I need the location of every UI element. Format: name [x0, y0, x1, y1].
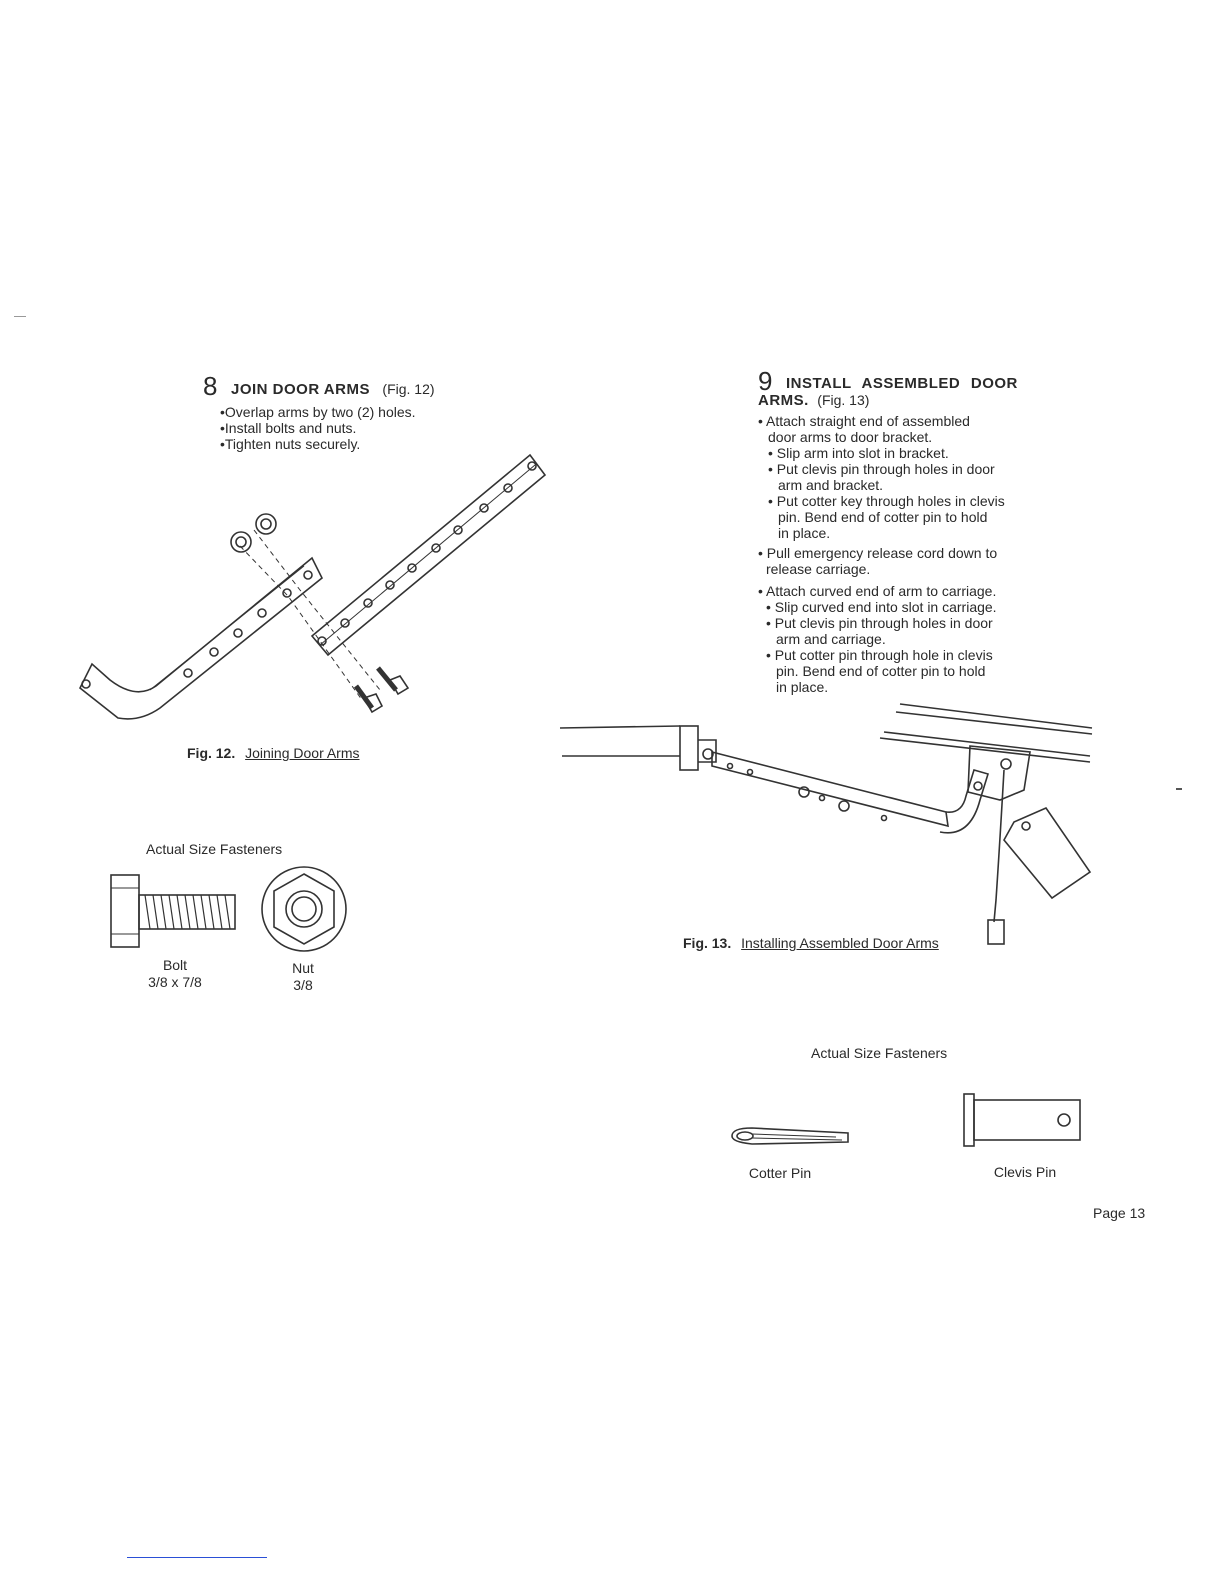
nut-size: 3/8 [293, 977, 313, 993]
step-9-title-line1: INSTALL ASSEMBLED DOOR [786, 375, 1018, 392]
step-8-bullet: •Overlap arms by two (2) holes. [220, 404, 416, 420]
fig-13-caption-number: Fig. 13. [683, 935, 732, 951]
clevis-pin-label: Clevis Pin [993, 1164, 1057, 1180]
step-9-line: • Attach straight end of assembled [758, 413, 970, 429]
bolt-name: Bolt [162, 957, 188, 973]
step-8-heading: JOIN DOOR ARMS (Fig. 12) [231, 381, 435, 399]
step-9-fig-ref: (Fig. 13) [817, 392, 870, 408]
nut-name: Nut [292, 960, 314, 976]
step-9-line: door arms to door bracket. [768, 429, 933, 445]
scan-mark [1176, 788, 1182, 790]
step-8-bullet: •Tighten nuts securely. [220, 436, 361, 452]
fig-12-caption-number: Fig. 12. [187, 745, 236, 761]
step-9-instructions: • Attach straight end of assembled door … [758, 413, 1005, 695]
step-9-line: • Pull emergency release cord down to [758, 545, 998, 561]
step-8-title: JOIN DOOR ARMS [231, 381, 370, 398]
step-9-line: pin. Bend end of cotter pin to hold [778, 509, 988, 525]
step-9-line: • Attach curved end of arm to carriage. [758, 583, 997, 599]
step-9-line: release carriage. [766, 561, 871, 577]
step-8-fig-ref: (Fig. 12) [382, 381, 435, 397]
step-9-title-line2: ARMS. [758, 392, 809, 409]
step-8-instructions: •Overlap arms by two (2) holes. •Install… [220, 404, 416, 452]
step-8-number: 8 [203, 371, 218, 401]
step-9-line: • Put clevis pin through holes in door [766, 615, 993, 631]
fasteners-right-heading: Actual Size Fasteners [811, 1045, 948, 1061]
step-9-heading-line2: ARMS. (Fig. 13) [758, 392, 869, 410]
step-9-line: • Put cotter key through holes in clevis [768, 493, 1005, 509]
step-9-line: arm and bracket. [778, 477, 884, 493]
fig-13-caption-text: Installing Assembled Door Arms [741, 935, 939, 951]
step-9-line: in place. [776, 679, 829, 695]
step-9-line: • Put cotter pin through hole in clevis [766, 647, 993, 663]
step-9-line: • Put clevis pin through holes in door [768, 461, 995, 477]
fig-12-caption: Fig. 12. Joining Door Arms [187, 745, 360, 761]
fig-13-caption: Fig. 13. Installing Assembled Door Arms [683, 935, 939, 951]
fig-12-caption-text: Joining Door Arms [245, 745, 360, 761]
step-9-line: arm and carriage. [776, 631, 886, 647]
page-number: Page 13 [1093, 1205, 1146, 1221]
cotter-pin-label: Cotter Pin [748, 1165, 812, 1181]
bolt-size: 3/8 x 7/8 [148, 974, 202, 990]
scan-mark [14, 316, 26, 317]
step-9-line: • Slip arm into slot in bracket. [768, 445, 949, 461]
step-9-number: 9 [758, 366, 773, 396]
step-9-line: • Slip curved end into slot in carriage. [766, 599, 997, 615]
step-9-line: pin. Bend end of cotter pin to hold [776, 663, 986, 679]
footer-rule [127, 1557, 267, 1558]
step-9-line: in place. [778, 525, 831, 541]
fasteners-left-heading: Actual Size Fasteners [146, 841, 283, 857]
step-8-bullet: •Install bolts and nuts. [220, 420, 357, 436]
